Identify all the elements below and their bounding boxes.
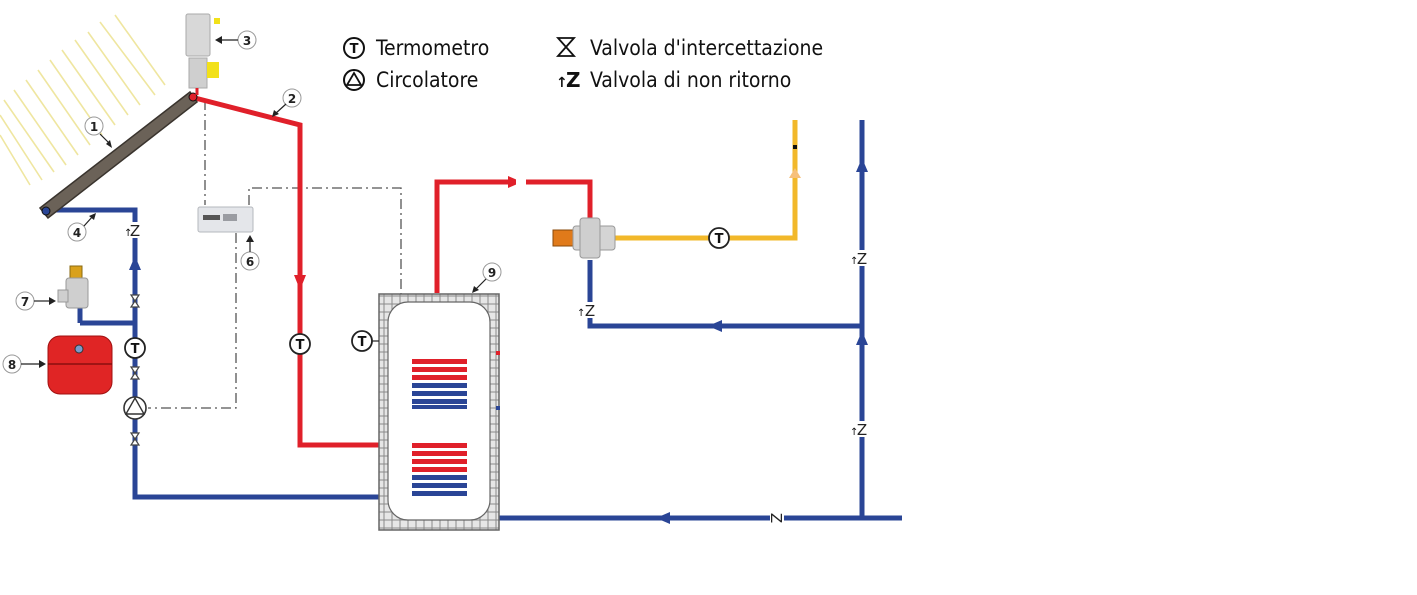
callout-7: 7: [15, 291, 56, 311]
svg-text:Valvola d'intercettazione: Valvola d'intercettazione: [590, 36, 823, 60]
control-wiring: [148, 100, 402, 409]
svg-text:Z: Z: [566, 68, 581, 92]
check-valve-icon: Z ↑: [850, 250, 868, 268]
storage-tank: [378, 293, 500, 531]
lower-heat-exchanger-coil: [412, 443, 467, 496]
svg-text:↑: ↑: [850, 256, 858, 267]
expansion-tank: [47, 335, 113, 395]
svg-text:4: 4: [73, 226, 81, 240]
legend-label: Circolatore: [376, 68, 478, 92]
check-valve-icon: Z ↑: [850, 421, 868, 439]
sun-rays: [0, 14, 166, 186]
legend-item-shutoff-valve: Valvola d'intercettazione: [555, 36, 823, 60]
upper-heat-exchanger-coil: [412, 359, 467, 409]
flow-arrow-left: [708, 320, 722, 332]
svg-text:Termometro: Termometro: [375, 36, 489, 60]
circulator-icon: [123, 396, 147, 420]
svg-text:2: 2: [288, 92, 296, 106]
svg-text:3: 3: [243, 34, 251, 48]
callout-3: 3: [215, 30, 257, 50]
legend-item-thermometer: T Termometro: [343, 36, 489, 60]
thermometer-icon: T: [124, 337, 146, 359]
shutoff-valve-icon: [129, 294, 141, 446]
flow-arrow-up: [129, 256, 141, 270]
svg-text:Z: Z: [130, 222, 140, 240]
callout-6: 6: [240, 235, 260, 271]
svg-text:↑: ↑: [850, 427, 858, 438]
thermometer-icon: T: [351, 330, 379, 352]
mixing-valve: [552, 217, 616, 259]
svg-text:9: 9: [488, 266, 496, 280]
svg-text:8: 8: [8, 358, 16, 372]
svg-text:↑: ↑: [124, 228, 132, 239]
svg-text:1: 1: [90, 120, 98, 134]
flow-arrow-left: [656, 512, 670, 524]
safety-valve: [57, 265, 89, 309]
svg-text:↑: ↑: [577, 308, 585, 319]
legend-item-check-valve: ↑ Z Valvola di non ritorno: [556, 68, 791, 92]
flow-arrow-right: [508, 176, 522, 188]
solar-collector: [38, 90, 199, 220]
svg-text:T: T: [350, 42, 359, 57]
mixed-water-pipe: [612, 120, 798, 241]
flow-arrow-down: [294, 275, 306, 290]
flow-arrow-up: [856, 331, 868, 345]
svg-text:T: T: [358, 335, 367, 350]
callout-8: 8: [2, 354, 46, 374]
svg-text:Valvola di non ritorno: Valvola di non ritorno: [590, 68, 791, 92]
solar-controller: [197, 206, 254, 233]
check-valve-icon: Z ↑: [577, 302, 596, 320]
legend: T Termometro Circolatore Valvola d'inter…: [343, 36, 823, 92]
svg-text:Z: Z: [857, 250, 867, 268]
svg-text:6: 6: [246, 255, 254, 269]
svg-text:T: T: [715, 232, 724, 247]
callout-2: 2: [272, 88, 302, 117]
thermometer-icon: T: [708, 227, 730, 249]
check-valve-icon: Z ↑: [124, 222, 141, 240]
thermometer-icon: T: [289, 333, 311, 355]
svg-text:7: 7: [21, 295, 29, 309]
check-valve-icon: Z: [767, 512, 785, 524]
svg-text:Z: Z: [857, 421, 867, 439]
svg-text:T: T: [296, 338, 305, 353]
svg-text:T: T: [131, 342, 140, 357]
legend-item-circulator: Circolatore: [343, 68, 478, 92]
callout-9: 9: [472, 262, 502, 293]
air-vent: [185, 13, 220, 95]
svg-text:Z: Z: [767, 513, 785, 523]
callout-4: 4: [67, 213, 96, 242]
svg-text:↑: ↑: [556, 75, 568, 91]
callout-1: 1: [84, 116, 112, 148]
flow-arrow-up: [856, 158, 868, 172]
svg-text:Z: Z: [585, 302, 595, 320]
